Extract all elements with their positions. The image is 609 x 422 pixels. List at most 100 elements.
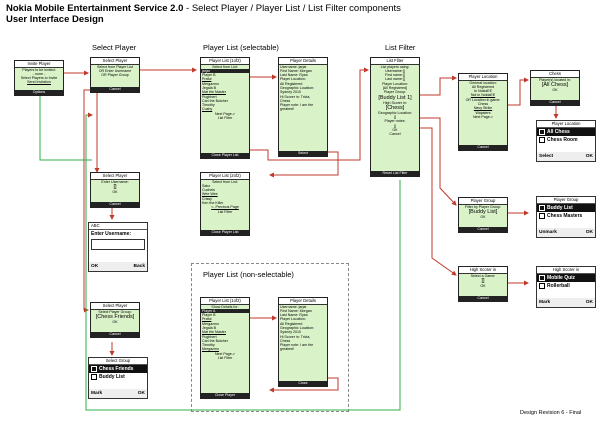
cancel-softkey[interactable]: Cancel [91,202,139,207]
select-softkey[interactable]: Select [539,154,554,159]
next-page-link[interactable]: Next Page-> [214,111,236,116]
username-filter-field[interactable]: Username:[] [385,68,405,73]
detail-line: First Name: Morgan [280,68,312,73]
list-item[interactable]: Pugbhert [202,94,217,99]
option-all-chess[interactable]: All Chess [537,128,595,136]
game-option[interactable]: Navy Strike [473,106,493,111]
list-item[interactable]: Timothy [202,343,215,348]
location-option[interactable]: All Registered [471,84,495,89]
list-filter-link[interactable]: List Filter [217,116,233,121]
list-item[interactable]: Jegala B [202,85,216,90]
list-item[interactable]: Ken the Killer [202,200,224,205]
list-item[interactable]: Jegala B [202,325,216,330]
group-field[interactable]: [Chess Friends] [95,313,135,320]
location-filter-field[interactable]: [All Registered] [382,85,408,90]
screen-line: Select a Game: [470,273,496,278]
cancel-softkey[interactable]: Cancel [91,332,139,337]
list-item[interactable]: Cuchels [202,188,215,193]
username-field[interactable]: [] [113,183,117,190]
ok-softkey[interactable]: OK [585,230,593,235]
close-list-softkey[interactable]: Close Player List [201,230,249,235]
geo-filter-field[interactable]: [] [394,115,396,120]
cancel-softkey[interactable]: Cancel [459,296,507,301]
ok-button[interactable]: OK [392,128,398,133]
ok-softkey[interactable]: OK [91,264,99,269]
ok-softkey[interactable]: OK [585,154,593,159]
options-softkey[interactable]: Options [15,90,63,95]
firstname-filter-field[interactable]: First name:[] [385,73,405,78]
game-field[interactable]: [] [481,277,485,284]
option-mobile-quiz[interactable]: Mobile Quiz [537,274,595,282]
select-from-list-link[interactable]: Select from Player List [97,64,133,69]
list-filter-link[interactable]: List Filter [217,356,233,361]
list-item[interactable]: Praful [202,77,212,82]
ok-softkey[interactable]: OK [137,391,145,396]
list-item[interactable]: Timothy [202,103,215,108]
ok-button[interactable]: OK [480,214,486,219]
list-item[interactable]: Carl the Butcher [202,338,228,343]
username-text-input[interactable] [91,239,145,250]
list-item[interactable]: Cushy [202,107,213,112]
option-chess-masters[interactable]: Chess Masters [537,212,595,220]
list-item[interactable]: Mergazmo [202,321,219,326]
list-item[interactable]: Mat the Master [202,330,226,335]
cancel-button[interactable]: Cancel [389,132,401,137]
mark-softkey[interactable]: Mark [539,300,551,305]
arrow-filter-to-group [419,117,457,206]
cancel-softkey[interactable]: Cancel [459,227,507,232]
close-list-softkey[interactable]: Close Player List [201,153,249,158]
select-softkey[interactable]: Select [279,151,327,156]
option-buddy-list[interactable]: Buddy List [537,204,595,212]
close-softkey[interactable]: Close [279,381,327,386]
lastname-filter-field[interactable]: Last name:[] [385,77,405,82]
player-group-link[interactable]: OR Player Group [101,73,129,78]
game-option[interactable]: Chess [477,101,489,106]
list-item[interactable]: Mergazmo [202,81,219,86]
cancel-softkey[interactable]: Cancel [531,100,579,105]
list-item[interactable]: Sako [202,183,211,188]
ok-button[interactable]: OK [112,319,118,324]
location-option[interactable]: In NokiaEE [474,89,492,94]
list-item[interactable]: Praful [202,317,212,322]
game-option[interactable]: Wapsters [475,110,491,115]
list-item[interactable]: Player A [201,308,249,314]
list-item[interactable]: Mergazmo [202,347,219,352]
option-buddy-list[interactable]: Buddy List [89,373,147,381]
list-item[interactable]: Crissy [202,196,212,201]
back-softkey[interactable]: Back [133,264,145,269]
list-filter-link[interactable]: List Filter [217,209,233,214]
ok-button[interactable]: OK [552,87,558,92]
highscorer-filter-field[interactable]: [Chess] [385,104,405,111]
enter-username-link[interactable]: OR Enter Username [98,68,132,73]
notes-filter-field[interactable]: [] [394,123,396,128]
ok-softkey[interactable]: OK [585,300,593,305]
mark-softkey[interactable]: Mark [91,391,103,396]
section-label-list-filter: List Filter [385,43,416,52]
ok-button[interactable]: OK [480,283,486,288]
location-option[interactable]: Not in NokiaEE [470,93,496,98]
option-rollerball[interactable]: Rollerball [537,282,595,290]
group-filter-field[interactable]: [Buddy List 1] [378,94,412,101]
chess-location-field[interactable]: [All Chess] [541,81,569,88]
ok-button[interactable]: OK [112,189,118,194]
list-item[interactable]: Player B [202,73,216,78]
reset-filter-softkey[interactable]: Reset List Filter [371,171,419,176]
list-item[interactable]: Carl the Butcher [202,98,228,103]
list-item[interactable]: Mat the Master [202,90,226,95]
list-item[interactable]: Wee Wee [202,192,218,197]
cancel-softkey[interactable]: Cancel [459,145,507,150]
group-field[interactable]: [Buddy List] [468,208,498,215]
list-item[interactable]: Pugbhert [202,334,217,339]
unmark-softkey[interactable]: Unmark [539,230,557,235]
previous-page-link[interactable]: <- Previous Page [211,205,239,210]
close-player-softkey[interactable]: Close Player [201,393,249,398]
next-page-link[interactable]: Next Page-> [472,114,494,119]
next-page-link[interactable]: Next Page-> [214,351,236,356]
option-chess-room[interactable]: Chess Room [537,136,595,144]
cancel-softkey[interactable]: Cancel [91,87,139,92]
list-item[interactable]: Player B [202,313,216,318]
invite-link[interactable]: Select Players to Invite [20,76,58,81]
option-chess-friends[interactable]: Chess Friends [89,365,147,373]
list-item[interactable]: jarjar [201,68,249,74]
send-invitation-link[interactable]: Send Invitation [27,80,51,85]
